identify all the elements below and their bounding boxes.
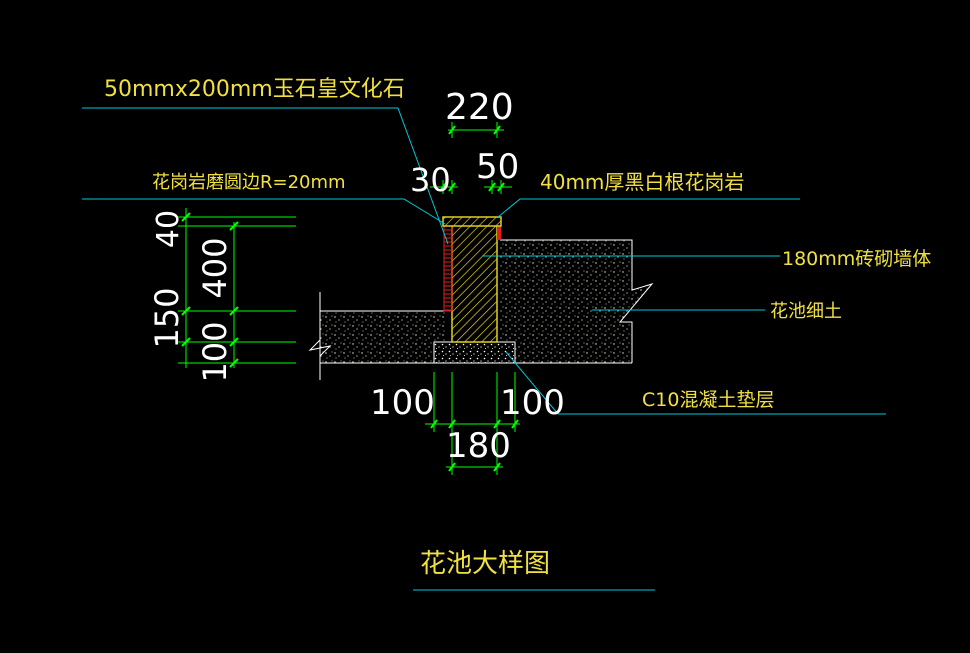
dim-ground-thk: 150 [148, 287, 186, 348]
dim-base-left: 100 [370, 383, 435, 423]
leader-granite-edge [82, 198, 446, 225]
dim-top-width: 220 [445, 87, 514, 128]
ground-soil-left [308, 292, 446, 380]
leader-stone-cladding [82, 107, 449, 245]
leader-coping [497, 198, 800, 218]
dim-wall-height: 400 [196, 237, 234, 298]
label-soil: 花池细土 [770, 301, 842, 322]
label-base: C10混凝土垫层 [642, 389, 774, 411]
label-wall: 180mm砖砌墙体 [782, 248, 931, 270]
label-coping: 40mm厚黑白根花岗岩 [540, 170, 744, 194]
dim-coping-thk: 40 [151, 210, 186, 248]
leader-base [505, 351, 886, 415]
label-granite-edge: 花岗岩磨圆边R=20mm [152, 172, 346, 193]
granite-coping [442, 216, 502, 227]
dim-base-right: 100 [500, 383, 565, 423]
planter-soil [500, 239, 654, 364]
dim-wall-width: 180 [446, 426, 511, 466]
concrete-base [433, 341, 516, 364]
dim-base-thk: 100 [196, 321, 234, 382]
label-stone-cladding: 50mmx200mm玉石皇文化石 [104, 77, 405, 102]
dimension-lines [178, 122, 520, 475]
dim-offset-right: 50 [476, 147, 519, 187]
brick-wall [451, 223, 498, 343]
drawing-title: 花池大样图 [420, 549, 550, 579]
leader-lines [82, 107, 886, 591]
dim-offset-left: 30 [410, 161, 451, 199]
